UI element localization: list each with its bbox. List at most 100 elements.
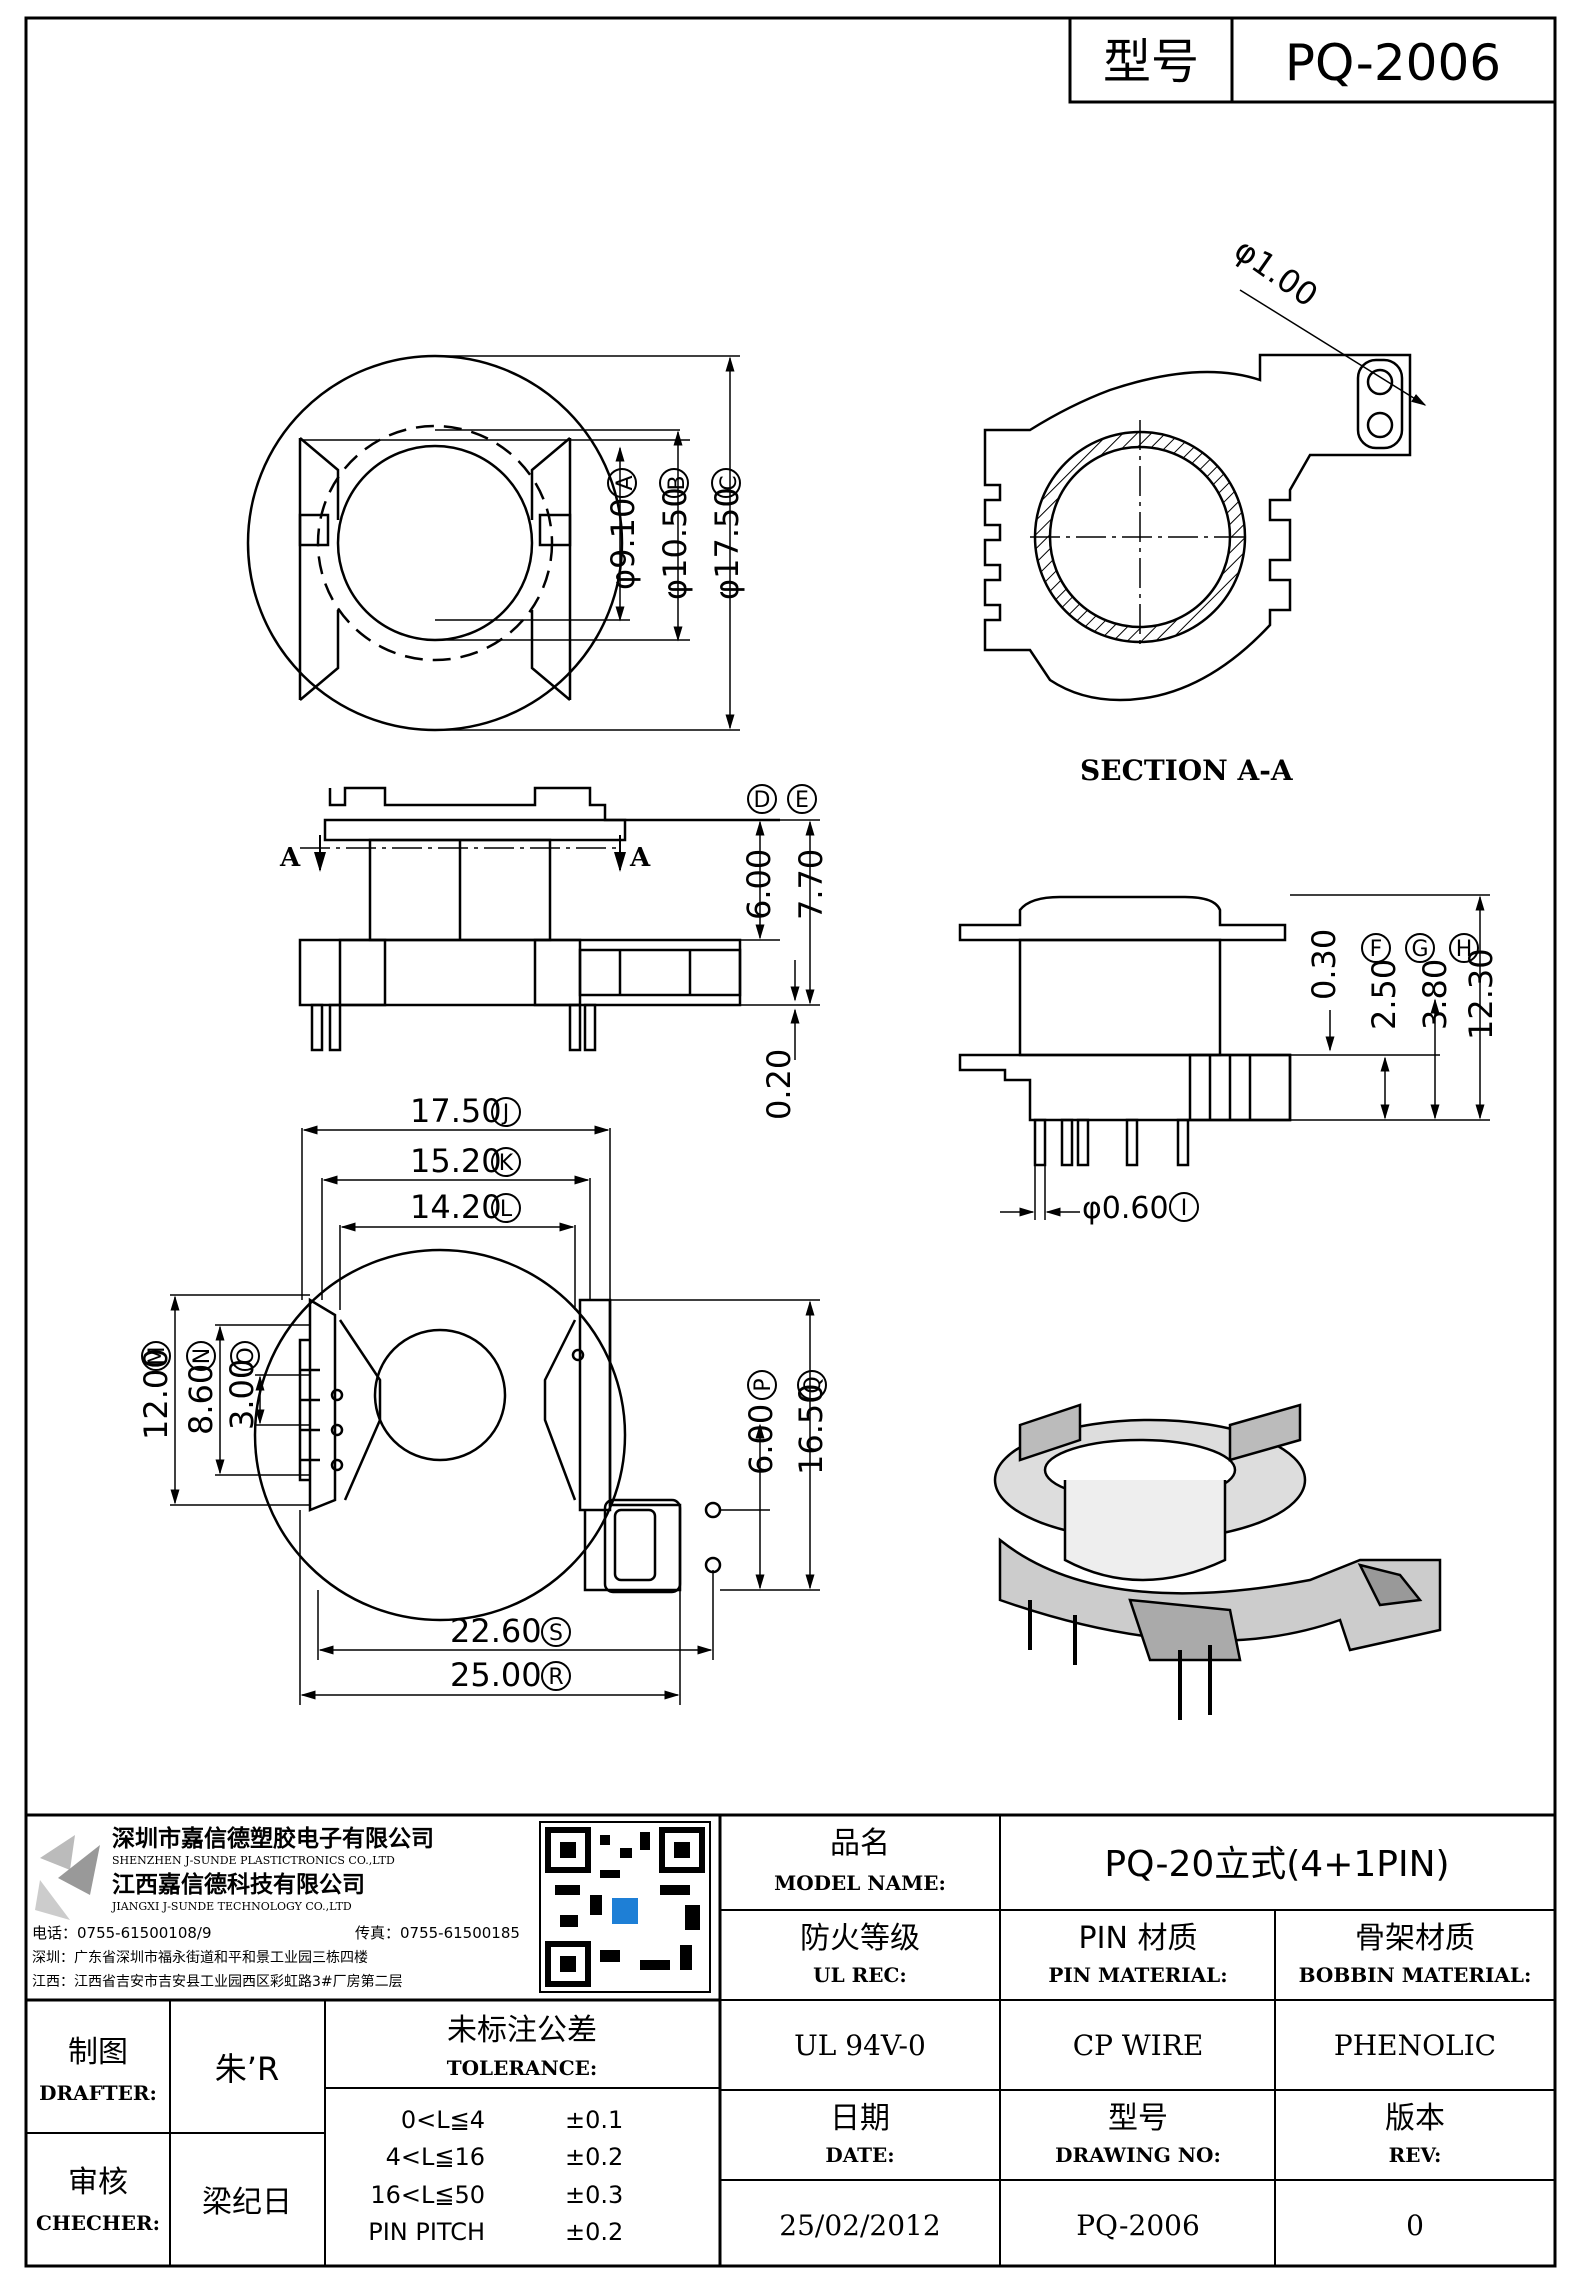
company-name-cn2: 江西嘉信德科技有限公司 [112, 1871, 365, 1898]
tolerance-range: 16<L≦50 [370, 2181, 485, 2209]
type-label: 型号 [1103, 34, 1199, 90]
bobbin-value: PHENOLIC [1334, 2029, 1496, 2062]
dim-q: 16.50 [792, 1383, 830, 1475]
dim-offset: 0.20 [760, 1049, 798, 1120]
dim-n: 8.60 [182, 1364, 220, 1435]
dim-e-mark: E [795, 788, 809, 813]
company-tel: 电话：0755-61500108/9 [32, 1924, 212, 1942]
dim-k: 15.20 [410, 1142, 502, 1180]
dim-pin-mark: I [1181, 1196, 1188, 1221]
date-label-en: DATE: [825, 2143, 894, 2167]
dim-n-mark: N [190, 1348, 215, 1364]
dim-l-mark: L [500, 1197, 513, 1222]
dwg-label-en: DRAWING NO: [1055, 2143, 1221, 2167]
dim-f-mark: F [1370, 937, 1383, 962]
company-name-en2: JIANGXI J-SUNDE TECHNOLOGY CO.,LTD [111, 1900, 352, 1913]
tolerance-range: PIN PITCH [368, 2218, 485, 2246]
tolerance-table: 0<L≦4 ±0.1 4<L≦16 ±0.2 16<L≦50 ±0.3 PIN … [368, 2106, 623, 2246]
dim-q-mark: Q [801, 1376, 826, 1393]
dim-b-mark: B [665, 475, 690, 490]
ul-label-cn: 防火等级 [800, 1921, 920, 1956]
checker-label-cn: 审核 [68, 2165, 128, 2200]
tolerance-label-en: TOLERANCE: [447, 2056, 598, 2080]
dim-l: 14.20 [410, 1188, 502, 1226]
title-block [24, 1813, 1557, 2268]
checker-value: 梁纪日 [202, 2185, 292, 2220]
dim-k-mark: K [499, 1151, 514, 1176]
date-label-cn: 日期 [830, 2101, 890, 2136]
dim-o-mark: O [234, 1347, 259, 1364]
company-name-cn1: 深圳市嘉信德塑胶电子有限公司 [112, 1825, 434, 1852]
tolerance-value: ±0.2 [565, 2143, 623, 2171]
ul-value: UL 94V-0 [794, 2029, 926, 2062]
cut-right: A [629, 843, 651, 873]
rev-value: 0 [1406, 2209, 1424, 2242]
dim-h2: 12.30 [1462, 948, 1500, 1040]
dwg-label-cn: 型号 [1108, 2101, 1168, 2136]
tolerance-value: ±0.3 [565, 2181, 623, 2209]
drafter-label-en: DRAFTER: [39, 2081, 157, 2105]
tolerance-range: 4<L≦16 [386, 2143, 485, 2171]
type-value: PQ-2006 [1285, 34, 1501, 92]
rev-label-cn: 版本 [1385, 2101, 1445, 2136]
dim-m-mark: M [145, 1347, 170, 1366]
bobbin-label-en: BOBBIN MATERIAL: [1299, 1963, 1532, 1987]
cut-left: A [279, 843, 301, 873]
dim-d: 6.00 [740, 849, 778, 920]
dim-b: φ10.50 [656, 487, 694, 600]
dim-a: φ9.10 [604, 498, 642, 590]
section-view [983, 289, 1427, 702]
dim-h1-mark: H [1456, 937, 1473, 962]
tolerance-range: 0<L≦4 [401, 2106, 485, 2134]
dim-s-mark: S [549, 1621, 563, 1646]
model-label-en: MODEL NAME: [774, 1871, 946, 1895]
company-addr-sz: 深圳：广东省深圳市福永街道和平和景工业园三栋四楼 [32, 1949, 368, 1966]
dim-d-mark: D [754, 788, 771, 813]
pin-label-cn: PIN 材质 [1079, 1921, 1198, 1956]
qr-code [539, 1821, 711, 1993]
dim-a-mark: A [613, 475, 638, 490]
drafter-label-cn: 制图 [68, 2035, 128, 2070]
top-view [246, 354, 740, 732]
dwg-value: PQ-2006 [1076, 2209, 1200, 2242]
dim-h1: 3.80 [1416, 959, 1454, 1030]
dim-r: 25.00 [450, 1656, 542, 1694]
company-addr-jx: 江西：江西省吉安市吉安县工业园西区彩虹路3#厂房第二层 [32, 1973, 403, 1990]
dim-c: φ17.50 [708, 487, 746, 600]
dim-p: 6.00 [742, 1404, 780, 1475]
front-view [298, 786, 820, 1060]
checker-label-en: CHECHER: [36, 2211, 160, 2235]
tolerance-value: ±0.2 [565, 2218, 623, 2246]
tolerance-label-cn: 未标注公差 [447, 2013, 597, 2048]
company-logo [35, 1835, 100, 1920]
model-value: PQ-20立式(4+1PIN) [1104, 1844, 1449, 1885]
tolerance-value: ±0.1 [565, 2106, 623, 2134]
date-value: 25/02/2012 [779, 2209, 940, 2242]
dim-e: 7.70 [792, 849, 830, 920]
bobbin-label-cn: 骨架材质 [1355, 1921, 1475, 1956]
side-view [958, 894, 1490, 1220]
isometric-view [993, 1403, 1442, 1720]
ul-label-en: UL REC: [813, 1963, 907, 1987]
drafter-value: 朱’R [215, 2050, 279, 2088]
dim-pin-dia: φ1.00 [1227, 230, 1324, 314]
dim-p-mark: P [751, 1378, 776, 1391]
pin-value: CP WIRE [1073, 2029, 1204, 2062]
section-caption: SECTION A-A [1080, 754, 1294, 787]
header-box: 型号 PQ-2006 [1068, 16, 1557, 104]
rev-label-en: REV: [1389, 2143, 1442, 2167]
company-name-en1: SHENZHEN J-SUNDE PLASTICTRONICS CO.,LTD [112, 1854, 395, 1867]
dim-c-mark: C [717, 475, 742, 490]
dim-g-mark: G [1411, 937, 1428, 962]
dim-j: 17.50 [410, 1092, 502, 1130]
bottom-view [170, 1125, 820, 1705]
dim-r-mark: R [548, 1665, 563, 1690]
model-label-cn: 品名 [830, 1826, 890, 1861]
dim-f: 0.30 [1305, 929, 1343, 1000]
dim-j-mark: J [501, 1101, 510, 1126]
company-fax: 传真：0755-61500185 [355, 1924, 520, 1942]
dim-s: 22.60 [450, 1612, 542, 1650]
pin-label-en: PIN MATERIAL: [1048, 1963, 1227, 1987]
dim-pin: φ0.60 [1082, 1191, 1169, 1226]
